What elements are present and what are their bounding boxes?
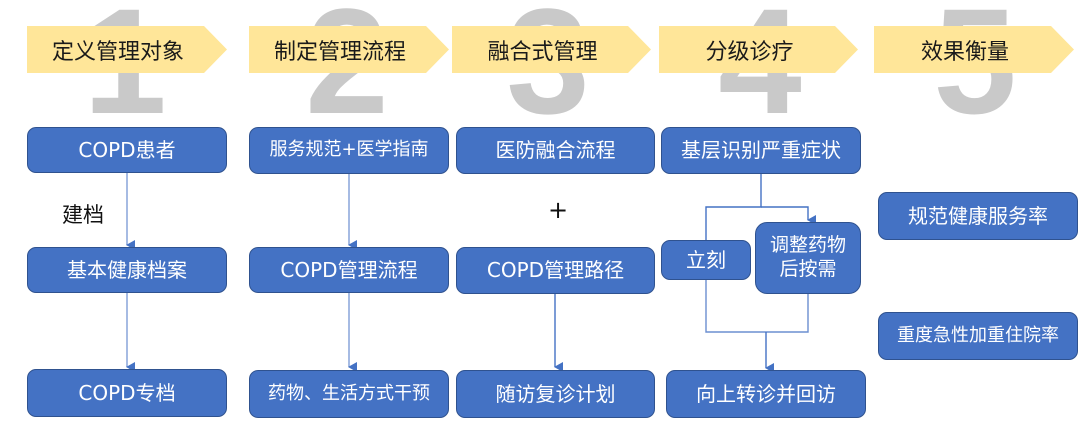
step-title: 定义管理对象	[51, 39, 184, 65]
label-create-record: 建档	[62, 203, 104, 227]
box-intervention: 药物、生活方式干预	[249, 370, 449, 418]
step-title: 分级诊疗	[705, 39, 794, 65]
step-header-2: 制定管理流程	[249, 26, 449, 73]
connector-col4-merge	[705, 279, 809, 333]
box-adjust-medication: 调整药物 后按需	[755, 222, 861, 294]
box-immediately: 立刻	[661, 240, 751, 280]
box-metric-service-rate: 规范健康服务率	[878, 192, 1078, 240]
box-metric-hospitalization-rate: 重度急性加重住院率	[878, 312, 1078, 360]
connector-col4-split	[705, 173, 762, 250]
step-header-1: 定义管理对象	[27, 26, 227, 73]
step-header-4: 分级诊疗	[659, 26, 858, 73]
box-service-guidelines: 服务规范+医学指南	[249, 127, 449, 174]
step-title: 融合式管理	[487, 39, 598, 65]
box-copd-record: COPD专档	[27, 369, 227, 417]
step-title: 效果衡量	[920, 39, 1009, 65]
box-copd-process: COPD管理流程	[249, 247, 449, 293]
step-title: 制定管理流程	[273, 39, 406, 65]
box-copd-pathway: COPD管理路径	[456, 247, 655, 294]
box-referral-followup: 向上转诊并回访	[666, 370, 866, 418]
box-followup-plan: 随访复诊计划	[456, 370, 655, 418]
box-identify-severe-symptoms: 基层识别严重症状	[661, 127, 861, 174]
step-header-5: 效果衡量	[874, 26, 1074, 73]
connector-col4-split-right	[761, 206, 816, 225]
box-copd-patient: COPD患者	[27, 127, 227, 173]
box-integrated-process: 医防融合流程	[456, 127, 655, 174]
step-header-3: 融合式管理	[452, 26, 651, 73]
box-basic-health-record: 基本健康档案	[27, 247, 227, 293]
plus-operator: +	[548, 196, 569, 224]
